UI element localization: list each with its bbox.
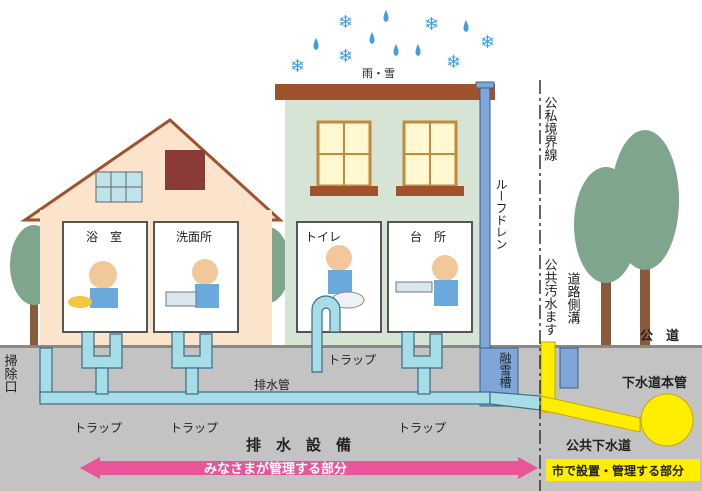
public-sewer-box-label: 公共汚水ます (542, 258, 558, 336)
tree-right-2 (611, 130, 679, 345)
resident-managed-label: みなさまが管理する部分 (204, 461, 347, 477)
resident-managed-arrow (80, 457, 538, 479)
room-washroom: 洗面所 (153, 221, 239, 333)
drainage-facility-label: 排 水 設 備 (246, 436, 351, 454)
room-bath-label: 浴 室 (86, 229, 122, 244)
room-washroom-label: 洗面所 (176, 230, 212, 244)
room-kitchen: 台 所 (387, 221, 473, 333)
city-managed-box (546, 459, 700, 481)
cleanout-label: 掃除口 (2, 353, 18, 393)
rain-snow-icons: ❄ ❄ ❄ ❄ ❄ ❄ (290, 10, 495, 77)
trap-label-2: トラップ (170, 421, 218, 435)
ground-surface (0, 345, 702, 348)
room-bath: 浴 室 (62, 221, 148, 333)
rain-snow-label: 雨・雪 (362, 67, 395, 80)
roadside-ditch-label: 道路側溝 (565, 272, 581, 325)
public-sewerage-label: 公共下水道 (566, 438, 631, 454)
trap-label-3: トラップ (398, 421, 446, 435)
drain-pipe-label: 排水管 (254, 377, 290, 392)
roof-drain-label: ルーフドレン (494, 178, 508, 250)
public-road-label: 公 道 (640, 328, 679, 344)
svg-text:❄: ❄ (480, 32, 495, 53)
svg-text:❄: ❄ (424, 14, 439, 35)
city-managed-label: 市で設置・管理する部分 (552, 463, 684, 478)
boundary-label: 公私境界線 (542, 96, 558, 161)
room-toilet-label: トイレ (305, 230, 341, 244)
trap-toilet-label: トラップ (328, 353, 376, 367)
main-sewer-label: 下水道本管 (622, 375, 687, 391)
snow-tank-label: 融雪槽 (498, 352, 512, 389)
svg-text:❄: ❄ (290, 56, 305, 77)
svg-text:❄: ❄ (446, 52, 461, 73)
svg-text:❄: ❄ (338, 12, 353, 33)
svg-text:❄: ❄ (338, 46, 353, 67)
room-kitchen-label: 台 所 (410, 229, 446, 244)
public-sewer-pipe (540, 341, 694, 447)
trap-label-1: トラップ (74, 421, 122, 435)
roadside-ditch-box (559, 347, 579, 389)
